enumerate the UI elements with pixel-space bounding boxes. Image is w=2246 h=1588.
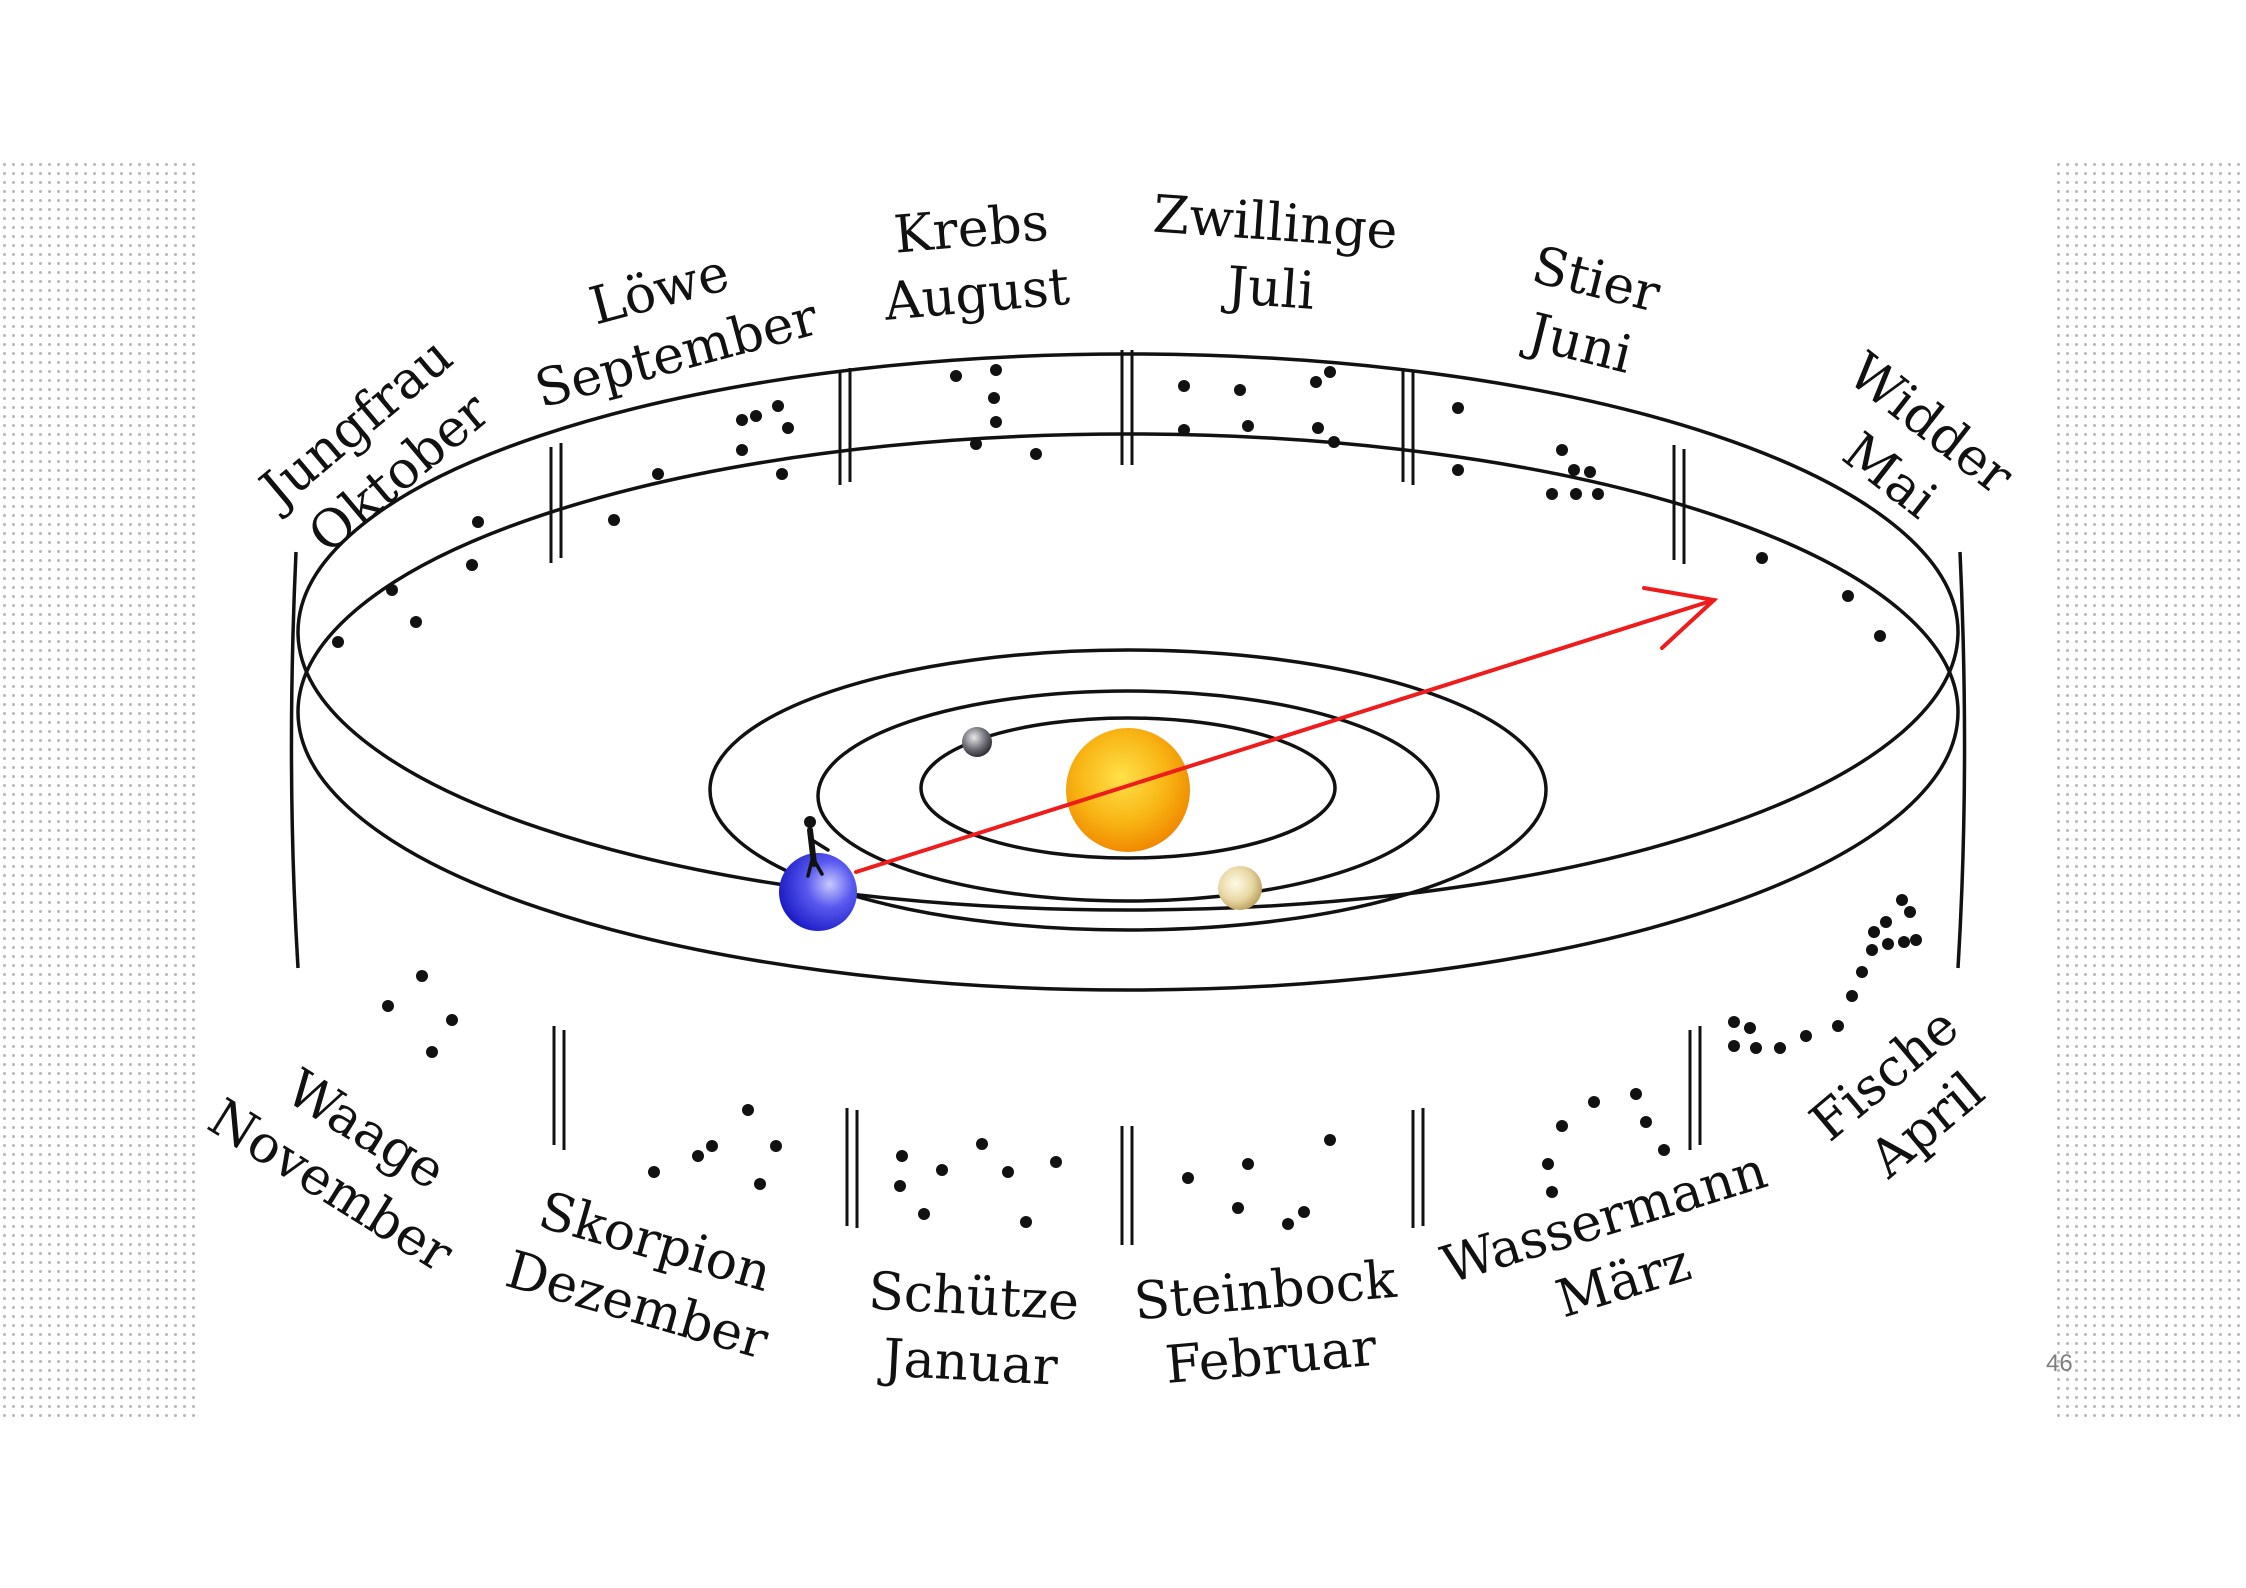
planet-beige [1218,866,1262,910]
slide-number: 46 [2046,1350,2073,1377]
dotted-background-right [2054,160,2246,1420]
zodiac-drawing [289,350,1967,1245]
earth [779,853,857,931]
planet-grey [962,727,992,757]
dotted-background-left [0,160,196,1420]
orbit-outer [708,648,1548,932]
band-left-side [289,551,300,969]
segment-dividers [549,350,1702,1245]
line-of-sight-arrow [854,586,1719,874]
zodiac-band [289,352,1967,992]
observer-figure [804,816,830,878]
band-right-side [1956,551,1967,969]
constellation-stars [332,364,1922,1230]
band-top-back-edge [296,352,1960,912]
zodiac-diagram: Jungfrau Oktober Löwe September Krebs Au… [196,160,2054,1420]
orbit-middle [816,689,1440,903]
band-bottom-edge [296,432,1960,992]
sun [1066,728,1190,852]
orbits [708,648,1548,932]
orbit-inner [919,716,1337,860]
